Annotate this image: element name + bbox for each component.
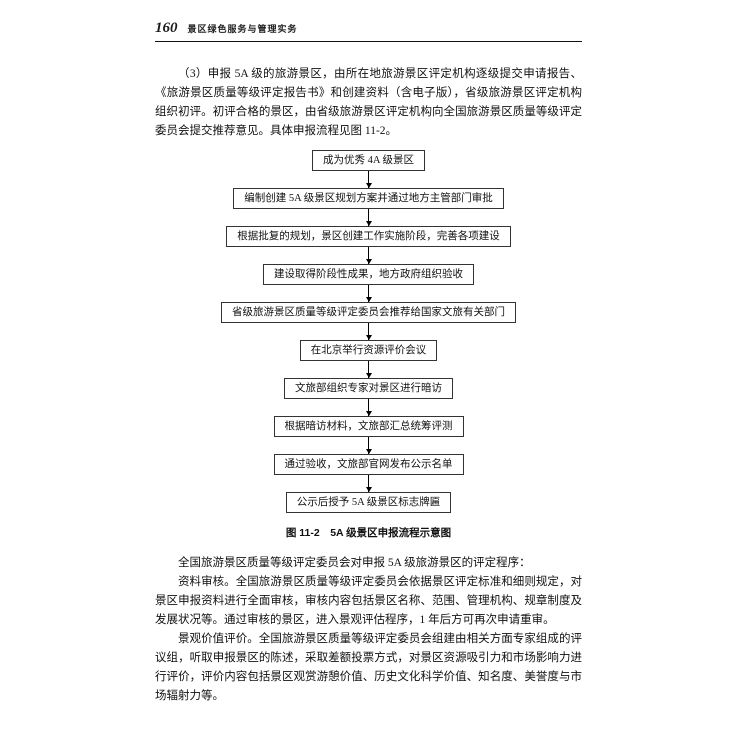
- flow-step: 建设取得阶段性成果，地方政府组织验收: [263, 264, 474, 285]
- flow-step: 公示后授予 5A 级景区标志牌匾: [285, 492, 452, 513]
- flow-step: 省级旅游景区质量等级评定委员会推荐给国家文旅有关部门: [221, 302, 516, 323]
- paragraph: 资料审核。全国旅游景区质量等级评定委员会依据景区评定标准和细则规定，对景区申报资…: [155, 576, 582, 626]
- arrow-down-icon: [365, 399, 372, 416]
- flow-step: 编制创建 5A 级景区规划方案并通过地方主管部门审批: [233, 188, 504, 209]
- flowchart: 成为优秀 4A 级景区 编制创建 5A 级景区规划方案并通过地方主管部门审批 根…: [155, 150, 582, 513]
- body-text: 全国旅游景区质量等级评定委员会对申报 5A 级旅游景区的评定程序： 资料审核。全…: [155, 554, 582, 706]
- arrow-down-icon: [365, 209, 372, 226]
- flow-step: 成为优秀 4A 级景区: [311, 150, 425, 171]
- flow-step: 文旅部组织专家对景区进行暗访: [284, 378, 453, 399]
- figure-caption: 图 11-2 5A 级景区申报流程示意图: [285, 527, 452, 539]
- arrow-down-icon: [365, 285, 372, 302]
- arrow-down-icon: [365, 247, 372, 264]
- page-header: 160 景区绿色服务与管理实务: [155, 20, 582, 42]
- arrow-down-icon: [365, 437, 372, 454]
- arrow-down-icon: [365, 361, 372, 378]
- flow-step: 根据批复的规划，景区创建工作实施阶段，完善各项建设: [226, 226, 511, 247]
- arrow-down-icon: [365, 323, 372, 340]
- flow-step: 根据暗访材料，文旅部汇总统筹评测: [273, 416, 464, 437]
- flow-step: 通过验收，文旅部官网发布公示名单: [273, 454, 464, 475]
- intro-paragraph: （3）申报 5A 级的旅游景区，由所在地旅游景区评定机构逐级提交申请报告、《旅游…: [155, 68, 582, 137]
- paragraph: 全国旅游景区质量等级评定委员会对申报 5A 级旅游景区的评定程序：: [178, 557, 531, 569]
- page-number: 160: [155, 20, 178, 36]
- paragraph: 景观价值评价。全国旅游景区质量等级评定委员会组建由相关方面专家组成的评议组，听取…: [155, 633, 582, 702]
- flow-step: 在北京举行资源评价会议: [299, 340, 438, 361]
- arrow-down-icon: [365, 171, 372, 188]
- arrow-down-icon: [365, 475, 372, 492]
- book-title: 景区绿色服务与管理实务: [187, 24, 298, 34]
